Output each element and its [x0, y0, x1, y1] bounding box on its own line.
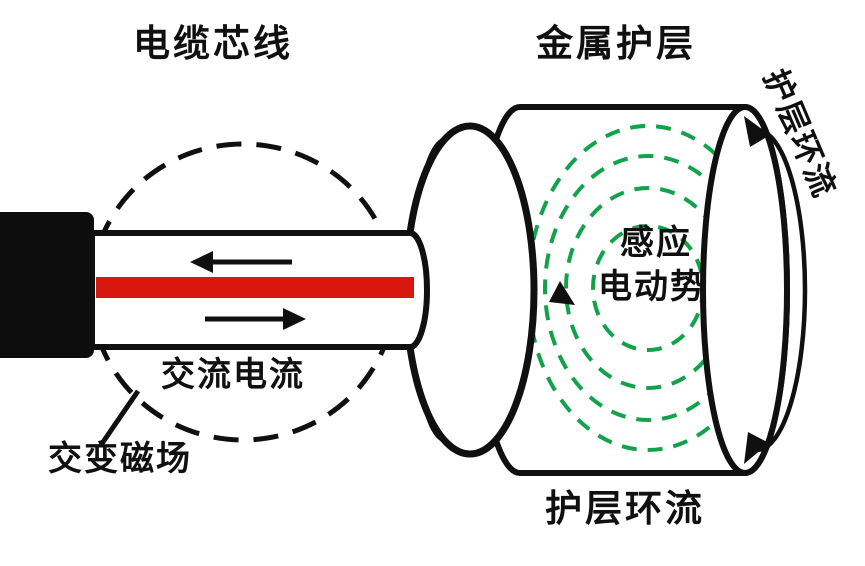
current-arrow-right-icon	[283, 308, 306, 330]
label-sheath-loop-bottom: 护层环流	[545, 487, 705, 530]
label-cable-core: 电缆芯线	[133, 22, 293, 65]
label-alternating-field: 交变磁场	[48, 439, 192, 479]
sheath-end-rim	[700, 104, 790, 476]
circulation-arrow-arc	[756, 127, 808, 453]
label-induced-emf-line2: 电动势	[598, 267, 706, 307]
cable-jacket	[0, 212, 94, 358]
current-arrow-left-icon	[190, 251, 213, 273]
emf-direction-arrow-icon	[549, 281, 575, 305]
label-ac-current: 交流电流	[161, 355, 305, 395]
label-induced-emf-line1: 感应	[620, 223, 692, 263]
circulation-arrow-bottom-icon	[744, 432, 769, 464]
field-pointer-tick-line	[98, 389, 141, 447]
label-metal-sheath: 金属护层	[536, 22, 696, 65]
core-red-stripe	[96, 277, 414, 298]
circulation-arrow-top-icon	[744, 116, 770, 147]
